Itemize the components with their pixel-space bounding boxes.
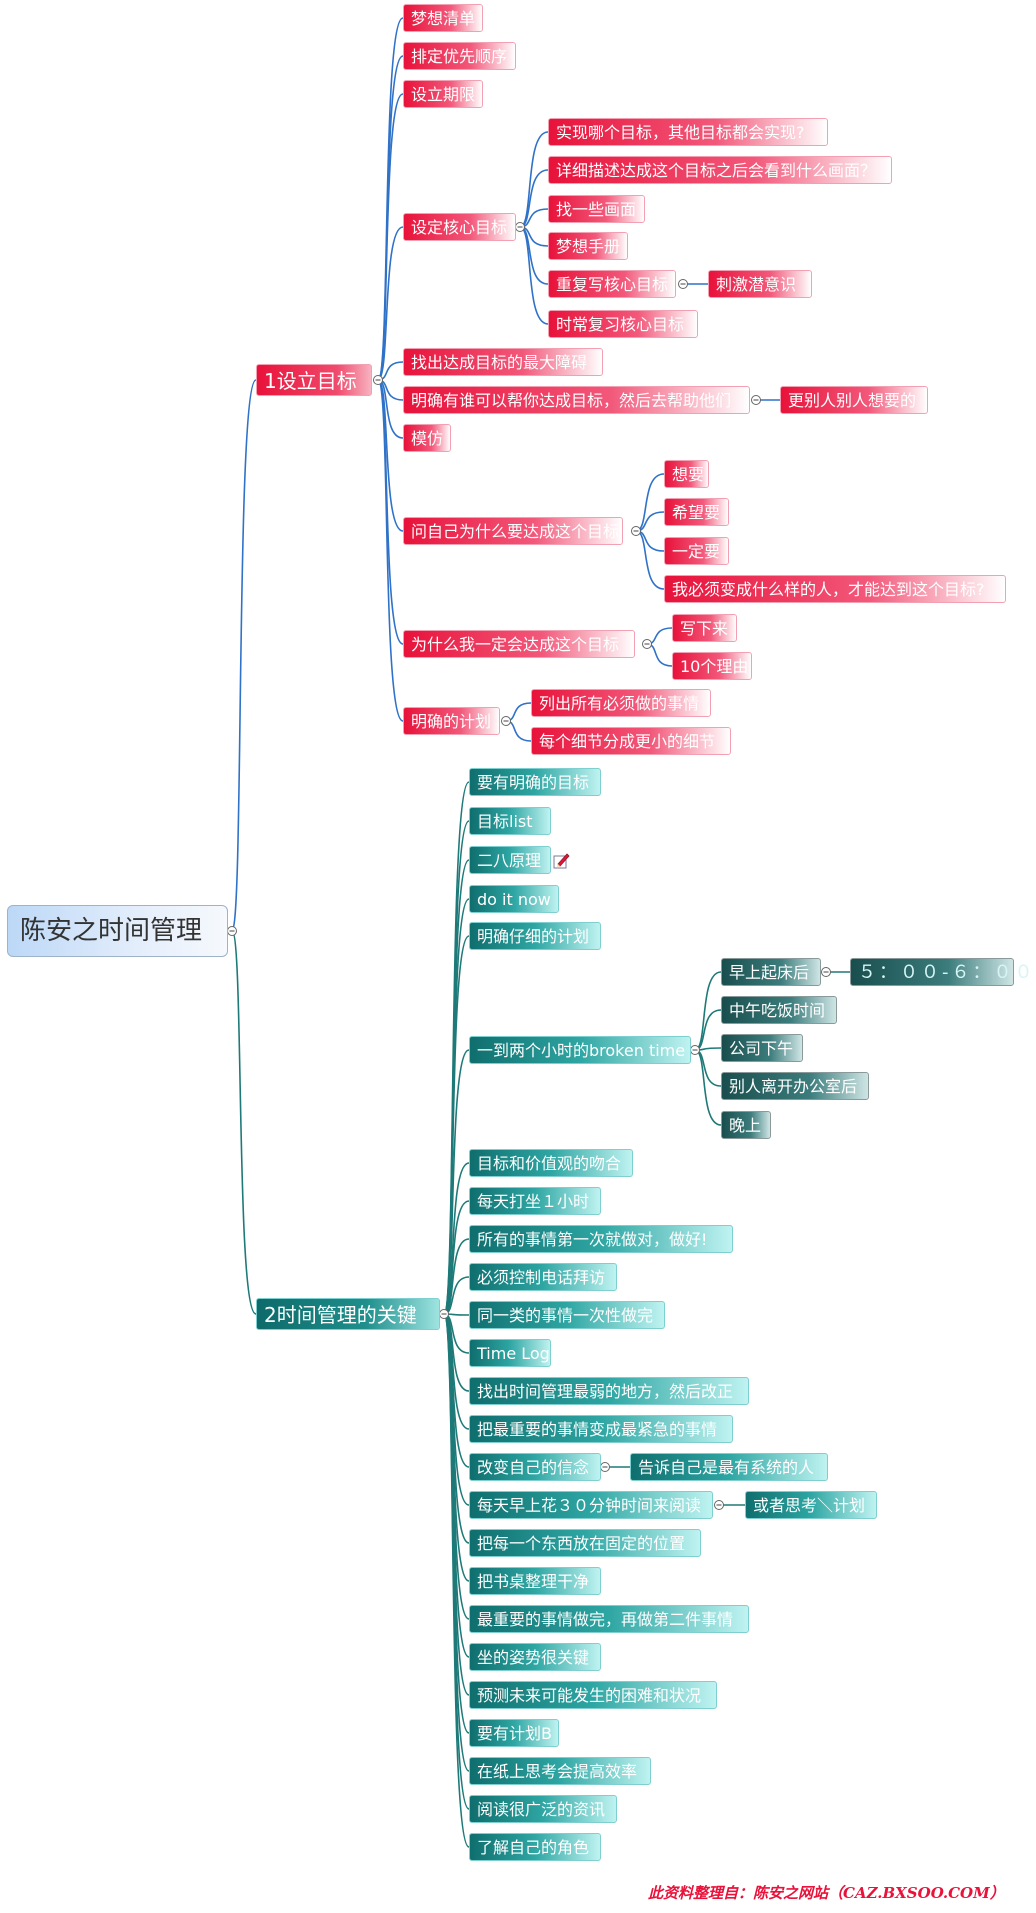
node-weakest-point[interactable]: 找出时间管理最弱的地方，然后改正 (469, 1377, 749, 1405)
node-stimulate[interactable]: 刺激潜意识 (708, 270, 812, 298)
node-know-role[interactable]: 了解自己的角色 (469, 1833, 601, 1861)
node-dream-list[interactable]: 梦想清单 (403, 4, 483, 32)
node-think-on-paper[interactable]: 在纸上思考会提高效率 (469, 1757, 651, 1785)
connector (377, 379, 404, 722)
connector (377, 226, 404, 381)
node-wide-reading[interactable]: 阅读很广泛的资讯 (469, 1795, 617, 1823)
node-obstacle[interactable]: 找出达成目标的最大障碍 (403, 348, 603, 376)
connector (519, 169, 549, 228)
node-helpers[interactable]: 明确有谁可以帮你达成目标，然后去帮助他们 (403, 386, 750, 414)
node-become[interactable]: 我必须变成什么样的人，才能达到这个目标? (664, 575, 1006, 603)
connector (377, 379, 404, 532)
node-must[interactable]: 一定要 (664, 537, 729, 565)
node-evening[interactable]: 晚上 (721, 1111, 771, 1139)
node-list-tasks[interactable]: 列出所有必须做的事情 (531, 689, 711, 717)
node-core-4[interactable]: 梦想手册 (548, 232, 628, 260)
node-core-goal[interactable]: 设定核心目标 (403, 213, 516, 241)
connector (377, 17, 404, 381)
node-give-others[interactable]: 更别人别人想要的 (780, 386, 928, 414)
node-lunch[interactable]: 中午吃饭时间 (721, 996, 837, 1024)
node-morning-reading[interactable]: 每天早上花３０分钟时间来阅读 (469, 1491, 713, 1519)
node-detailed-plan[interactable]: 明确仔细的计划 (469, 922, 601, 950)
connector (231, 379, 257, 932)
root-topic[interactable]: 陈安之时间管理 (7, 905, 228, 957)
node-plan-b[interactable]: 要有计划B (469, 1719, 559, 1747)
connector (635, 473, 665, 532)
branch-set-goals[interactable]: 1设立目标 (256, 364, 372, 396)
node-do-it-now[interactable]: do it now (469, 885, 559, 913)
branch-time-keys[interactable]: 2时间管理的关键 (256, 1298, 440, 1330)
node-priority[interactable]: 排定优先顺序 (403, 42, 516, 70)
node-broken-time[interactable]: 一到两个小时的broken time (469, 1036, 691, 1064)
node-core-2[interactable]: 详细描述达成这个目标之后会看到什么画面？ (548, 156, 892, 184)
node-pareto[interactable]: 二八原理 (469, 846, 551, 874)
connector (635, 530, 665, 590)
node-write-down[interactable]: 写下来 (672, 614, 737, 642)
connector (694, 1049, 722, 1087)
connector (694, 1049, 722, 1126)
connector (443, 781, 470, 1315)
connector (377, 93, 404, 381)
connector (443, 1049, 470, 1315)
edit-icon[interactable] (553, 852, 570, 869)
node-core-1[interactable]: 实现哪个目标，其他目标都会实现? (548, 118, 828, 146)
node-want[interactable]: 想要 (664, 460, 709, 488)
node-core-6[interactable]: 时常复习核心目标 (548, 310, 698, 338)
node-important-urgent[interactable]: 把最重要的事情变成最紧急的事情 (469, 1415, 733, 1443)
node-posture[interactable]: 坐的姿势很关键 (469, 1643, 601, 1671)
node-clean-desk[interactable]: 把书桌整理干净 (469, 1567, 601, 1595)
node-after-office[interactable]: 别人离开办公室后 (721, 1072, 869, 1100)
node-deadline[interactable]: 设立期限 (403, 80, 483, 108)
connector (519, 131, 549, 228)
node-values-match[interactable]: 目标和价值观的吻合 (469, 1149, 633, 1177)
connector (443, 1200, 470, 1315)
node-core-5[interactable]: 重复写核心目标 (548, 270, 676, 298)
node-clear-plan[interactable]: 明确的计划 (403, 707, 500, 735)
node-time-log[interactable]: Time Log (469, 1339, 551, 1367)
node-core-3[interactable]: 找一些画面 (548, 195, 645, 223)
source-credit: 此资料整理自：陈安之网站（CAZ.BXSOO.COM） (648, 1884, 1005, 1902)
connector (231, 930, 257, 1315)
connector (519, 226, 549, 285)
node-predict-issues[interactable]: 预测未来可能发生的困难和状况 (469, 1681, 717, 1709)
node-meditate[interactable]: 每天打坐１小时 (469, 1187, 601, 1215)
node-clear-goal[interactable]: 要有明确的目标 (469, 768, 601, 796)
node-afternoon[interactable]: 公司下午 (721, 1034, 803, 1062)
connector (377, 379, 404, 645)
node-think-plan[interactable]: 或者思考＼计划 (745, 1491, 877, 1519)
node-finish-important[interactable]: 最重要的事情做完，再做第二件事情 (469, 1605, 749, 1633)
node-change-belief[interactable]: 改变自己的信念 (469, 1453, 601, 1481)
node-do-right-first[interactable]: 所有的事情第一次就做对，做好! (469, 1225, 733, 1253)
node-why-sure[interactable]: 为什么我一定会达成这个目标 (403, 630, 635, 658)
node-morning[interactable]: 早上起床后 (721, 958, 821, 986)
node-clock[interactable]: ５：００-６：００ (850, 958, 1033, 986)
connector (443, 1313, 470, 1848)
node-ten-reasons[interactable]: 10个理由 (672, 652, 752, 680)
node-phone-visits[interactable]: 必须控制电话拜访 (469, 1263, 617, 1291)
connector (694, 1009, 722, 1051)
node-split-details[interactable]: 每个细节分成更小的细节 (531, 727, 731, 755)
connector (519, 226, 549, 325)
node-most-systematic[interactable]: 告诉自己是最有系统的人 (630, 1453, 828, 1481)
node-imitate[interactable]: 模仿 (403, 424, 451, 452)
node-fixed-place[interactable]: 把每一个东西放在固定的位置 (469, 1529, 701, 1557)
node-hope[interactable]: 希望要 (664, 498, 729, 526)
node-batch-tasks[interactable]: 同一类的事情一次性做完 (469, 1301, 665, 1329)
node-goal-list[interactable]: 目标list (469, 807, 551, 835)
node-why-achieve[interactable]: 问自己为什么要达成这个目标 (403, 517, 623, 545)
